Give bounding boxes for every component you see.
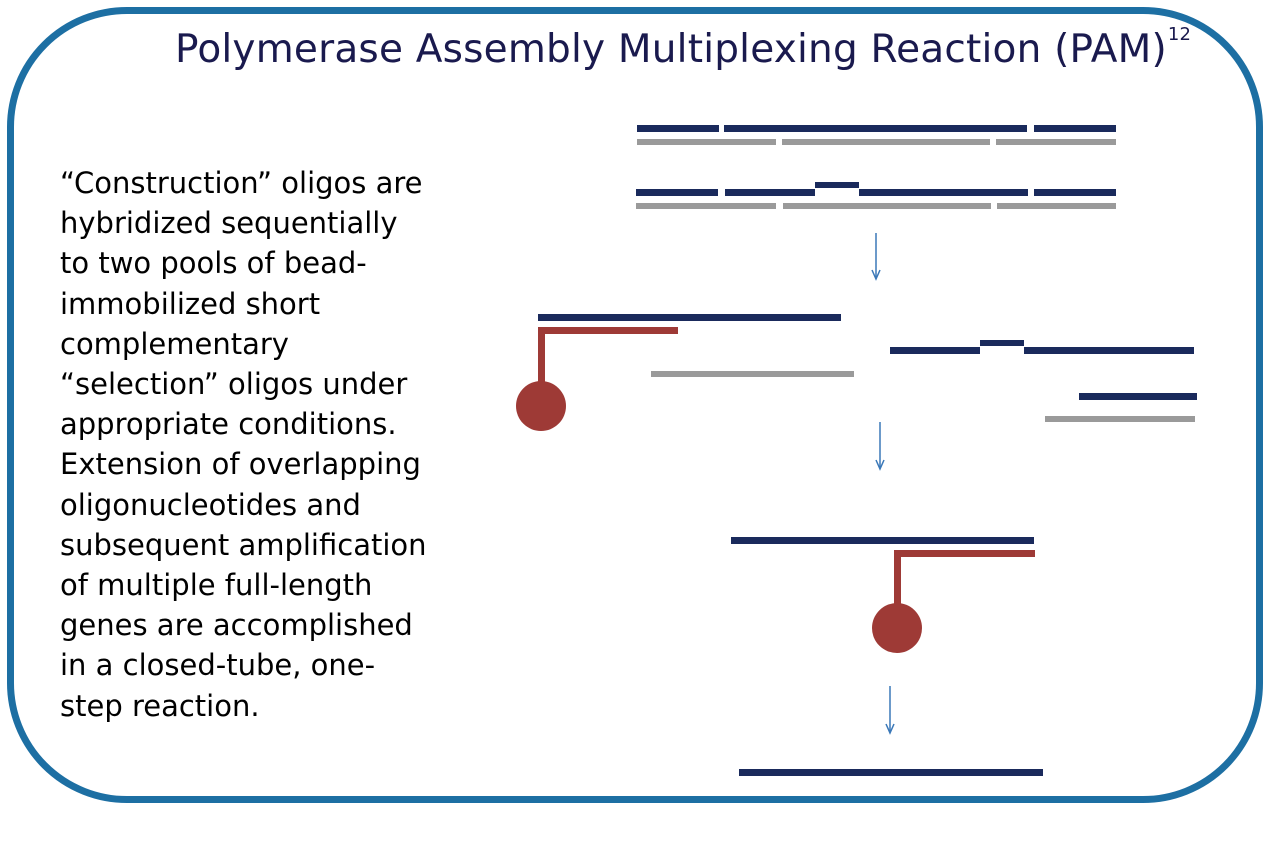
duplex-step1b [636, 182, 1116, 209]
full-length-gene [739, 769, 1043, 776]
construction-oligo [1024, 347, 1194, 354]
construction-oligo [636, 189, 718, 196]
construction-oligo [1034, 189, 1116, 196]
description-line: oligonucleotides and [60, 487, 361, 522]
selection-oligo [651, 371, 854, 377]
description-line: subsequent amplification [60, 527, 427, 562]
bead [516, 381, 566, 431]
selection-oligo [783, 203, 991, 209]
construction-oligo-bulge [980, 340, 1024, 346]
construction-oligo [890, 347, 980, 354]
bead-oligo-complex [516, 314, 854, 431]
description-line: “Construction” oligos are [60, 166, 423, 200]
description-text: “Construction” oligos are hybridized seq… [60, 163, 440, 726]
title-superscript: 12 [1167, 24, 1192, 45]
construction-oligo [724, 125, 1027, 132]
construction-oligo [731, 537, 1034, 544]
description-line: immobilized short [60, 286, 321, 321]
construction-oligo [637, 125, 719, 132]
description-line: appropriate conditions. [60, 407, 397, 442]
selection-oligo [782, 139, 990, 145]
construction-oligo [725, 189, 815, 196]
construction-oligo [1079, 393, 1197, 400]
bead [872, 603, 922, 653]
construction-oligo [1034, 125, 1116, 132]
description-line: step reaction. [60, 688, 260, 723]
selection-oligo [1045, 416, 1195, 422]
bead-linker [538, 327, 678, 334]
rounded-frame [7, 7, 1263, 803]
bead-linker [894, 550, 901, 610]
selection-oligo [637, 139, 776, 145]
selection-oligo [997, 203, 1116, 209]
bead-linker [894, 550, 1035, 557]
description-line: genes are accomplished [60, 608, 413, 643]
description-line: to two pools of bead- [60, 246, 367, 281]
description-line: Extension of overlapping [60, 447, 421, 482]
construction-oligo [859, 189, 1028, 196]
arrow-down-icon [875, 422, 885, 471]
extended-bead-complex [731, 537, 1035, 653]
description-line: in a closed-tube, one- [60, 648, 376, 683]
selection-oligo [996, 139, 1116, 145]
description-line: hybridized sequentially [60, 206, 398, 241]
arrow-down-icon [885, 686, 895, 735]
construction-oligo [538, 314, 841, 321]
title-text: Polymerase Assembly Multiplexing Reactio… [175, 27, 1167, 72]
description-line: of multiple full-length [60, 568, 373, 603]
duplex-step1a [637, 125, 1116, 145]
bead-linker [538, 327, 545, 387]
description-line: complementary [60, 326, 289, 361]
slide-title: Polymerase Assembly Multiplexing Reactio… [175, 24, 1255, 72]
arrow-down-icon [871, 233, 881, 281]
description-line: “selection” oligos under [60, 367, 408, 402]
construction-oligo-bulge [815, 182, 859, 188]
unbound-oligos [890, 340, 1197, 422]
selection-oligo [636, 203, 776, 209]
